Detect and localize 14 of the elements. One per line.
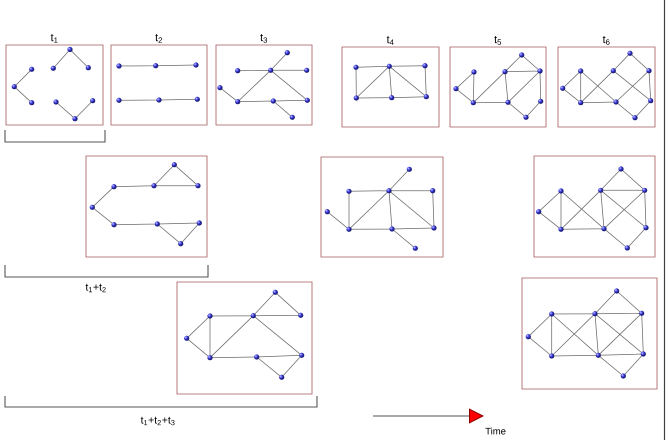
time-step-label: t$_{2}$: [155, 34, 162, 43]
time-step-label: t$_{1}$: [50, 34, 58, 43]
graph-frame: [86, 156, 208, 258]
graph-frame: [320, 156, 444, 258]
time-step-label: t$_{6}$: [602, 36, 610, 45]
bracket-label: t$_{1}$+t$_{2}$+t$_{3}$: [140, 416, 175, 426]
graph-frame: [534, 156, 656, 258]
graph-frame: [176, 282, 312, 394]
time-step-label: t$_{4}$: [386, 36, 394, 45]
graph-frame: [522, 278, 658, 390]
bracket-label: t$_{1}$+t$_{2}$: [86, 284, 106, 292]
axis-label: Time: [485, 428, 506, 434]
time-step-label: t$_{5}$: [494, 36, 502, 45]
time-step-label: t$_{3}$: [260, 34, 268, 43]
